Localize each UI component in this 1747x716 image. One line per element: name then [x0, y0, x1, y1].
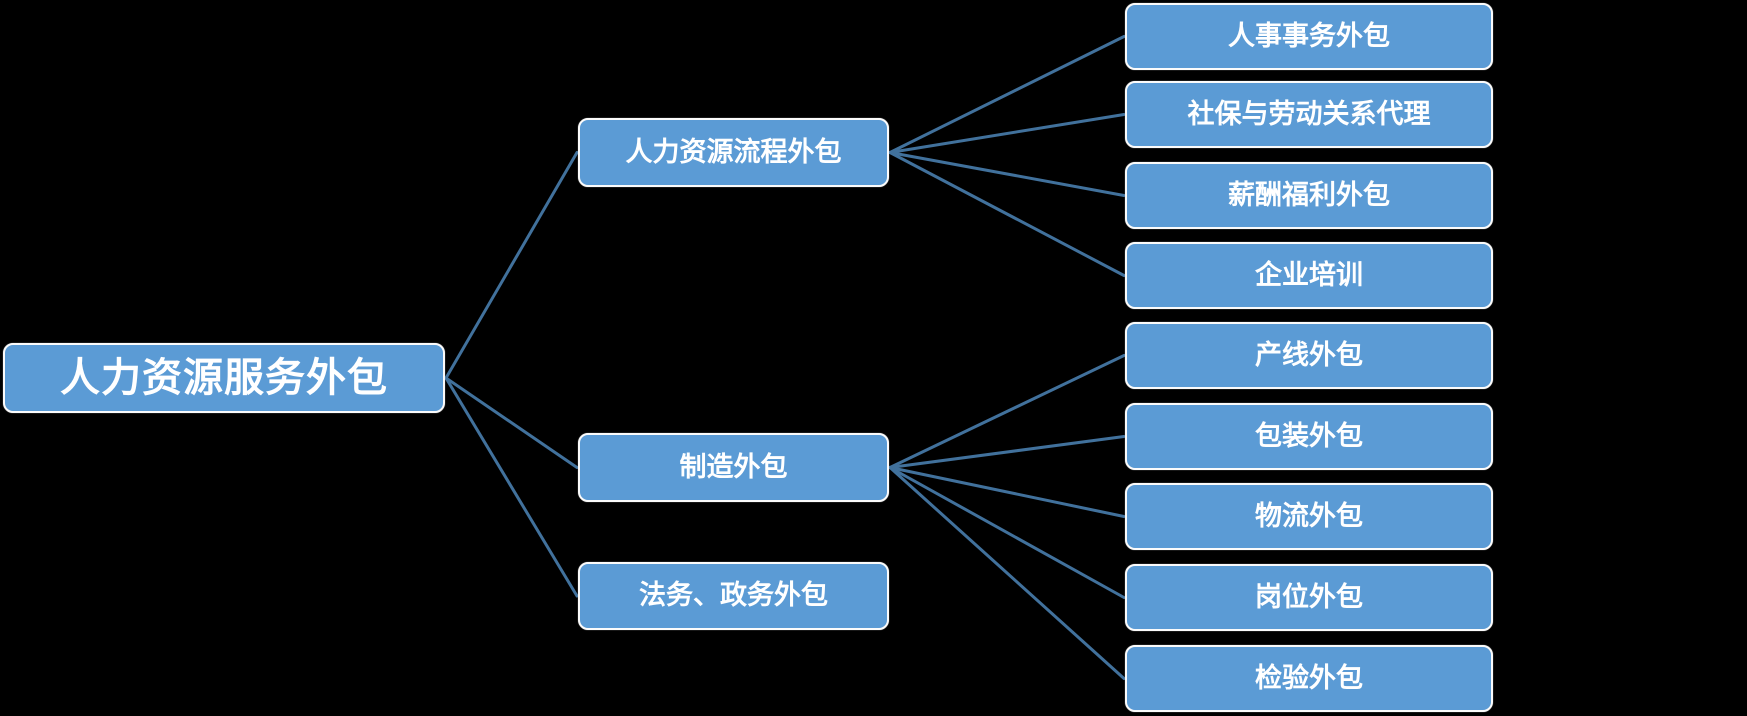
- leaf-node-label: 企业培训: [1255, 259, 1363, 290]
- branch-node-legal-gov-outsourcing: 法务、政务外包: [578, 562, 889, 630]
- leaf-node-label: 人事事务外包: [1228, 20, 1390, 51]
- leaf-node-packaging: 包装外包: [1125, 403, 1493, 470]
- leaf-node-personnel-affairs: 人事事务外包: [1125, 3, 1493, 70]
- leaf-node-inspection: 检验外包: [1125, 645, 1493, 712]
- root-node-hr-service-outsourcing: 人力资源服务外包: [3, 343, 445, 413]
- branch-node-hr-process-outsourcing: 人力资源流程外包: [578, 118, 889, 187]
- leaf-node-label: 岗位外包: [1255, 581, 1363, 612]
- leaf-node-social-security-agency: 社保与劳动关系代理: [1125, 81, 1493, 148]
- leaf-node-payroll-benefits: 薪酬福利外包: [1125, 162, 1493, 229]
- leaf-node-label: 产线外包: [1255, 339, 1363, 370]
- branch-node-manufacturing-outsourcing: 制造外包: [578, 433, 889, 502]
- branch-node-label: 人力资源流程外包: [625, 136, 842, 167]
- leaf-node-label: 薪酬福利外包: [1228, 179, 1390, 210]
- branch-node-label: 制造外包: [679, 451, 788, 482]
- leaf-node-label: 社保与劳动关系代理: [1187, 98, 1431, 129]
- leaf-node-corporate-training: 企业培训: [1125, 242, 1493, 309]
- leaf-node-label: 物流外包: [1255, 500, 1363, 531]
- branch-node-label: 法务、政务外包: [639, 580, 828, 611]
- root-node-label: 人力资源服务外包: [60, 356, 388, 400]
- leaf-node-label: 检验外包: [1255, 662, 1363, 693]
- leaf-node-position: 岗位外包: [1125, 564, 1493, 631]
- leaf-node-logistics: 物流外包: [1125, 483, 1493, 550]
- leaf-node-production-line: 产线外包: [1125, 322, 1493, 389]
- leaf-node-label: 包装外包: [1255, 420, 1363, 451]
